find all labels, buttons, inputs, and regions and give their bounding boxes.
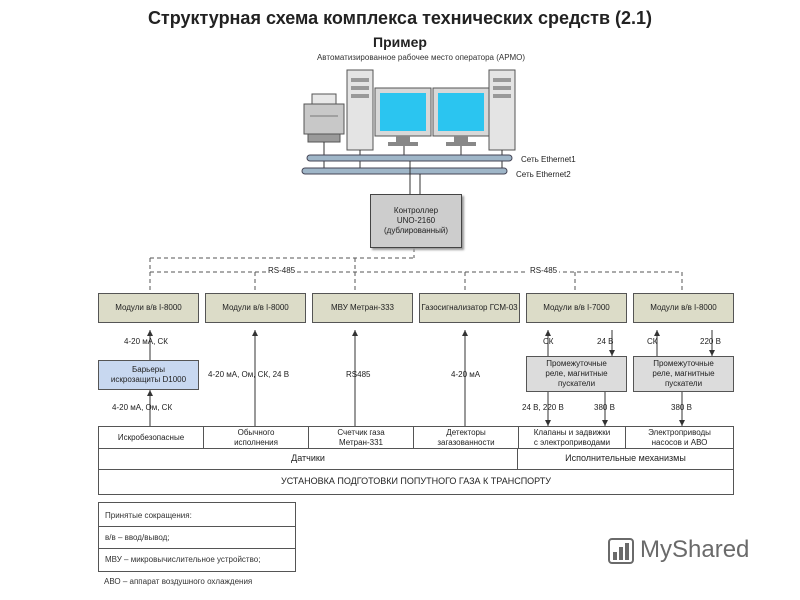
module-io-i8000: Модули в/в I-8000 <box>633 293 734 323</box>
relay-box: Промежуточные реле, магнитные пускатели <box>526 356 627 392</box>
device-label: с электроприводами <box>533 437 611 447</box>
signal-label: RS485 <box>346 370 371 379</box>
relay-line: пускатели <box>664 379 703 388</box>
rs485-left-label: RS-485 <box>266 266 298 275</box>
abbreviations-title: Принятые сокращения: <box>105 511 192 520</box>
device-label: Искробезопасные <box>117 432 185 442</box>
signal-label: 380 В <box>671 403 692 412</box>
spark-barrier-box: Барьеры искрозащиты D1000 <box>98 360 199 390</box>
ethernet1-label: Сеть Ethernet1 <box>521 155 576 164</box>
device-label: Обычного <box>237 427 275 437</box>
device-cell: Электроприводы насосов и АВО <box>625 426 734 449</box>
signal-label: 380 В <box>594 403 615 412</box>
device-label: исполнения <box>234 437 278 447</box>
signal-label: 4-20 мА, СК <box>124 337 168 346</box>
device-label: Счетчик газа <box>337 427 385 437</box>
plant-box: УСТАНОВКА ПОДГОТОВКИ ПОПУТНОГО ГАЗА К ТР… <box>98 469 734 495</box>
device-label: Электроприводы <box>648 427 711 437</box>
relay-box: Промежуточные реле, магнитные пускатели <box>633 356 734 392</box>
signal-label: 4-20 мА, Ом, СК <box>112 403 173 412</box>
barrier-line: искрозащиты D1000 <box>110 375 187 384</box>
signal-label: 4-20 мА, Ом, СК, 24 В <box>208 370 290 379</box>
signal-label: СК <box>647 337 658 346</box>
module-io-i8000: Модули в/в I-8000 <box>205 293 306 323</box>
relay-line: реле, магнитные <box>545 369 608 378</box>
device-cell: Детекторы загазованности <box>413 426 519 449</box>
computer-tower-icon <box>346 69 374 151</box>
relay-line: Промежуточные <box>546 359 607 368</box>
device-label: Метран-331 <box>339 437 383 447</box>
signal-label: 24 В, 220 В <box>522 403 564 412</box>
monitor-icon <box>432 87 490 146</box>
abbreviation-item: МВУ – микровычислительное устройство; <box>105 555 261 564</box>
device-cell: Счетчик газа Метран-331 <box>308 426 414 449</box>
computer-tower-icon <box>488 69 516 151</box>
abbreviation-item: в/в – ввод/вывод; <box>105 533 170 542</box>
workstation-label: Автоматизированное рабочее место операто… <box>316 53 526 62</box>
signal-label: СК <box>543 337 554 346</box>
controller-line: Контроллер <box>393 206 439 215</box>
page-subtitle: Пример <box>373 34 427 50</box>
relay-line: реле, магнитные <box>652 369 715 378</box>
abbreviations-table: Принятые сокращения: в/в – ввод/вывод; М… <box>98 502 296 572</box>
rs485-right-label: RS-485 <box>528 266 560 275</box>
sensors-group: Датчики <box>98 448 518 470</box>
ethernet2-label: Сеть Ethernet2 <box>516 170 571 179</box>
actuators-group: Исполнительные механизмы <box>517 448 734 470</box>
barrier-line: Барьеры <box>132 365 165 374</box>
module-io-i7000: Модули в/в I-7000 <box>526 293 627 323</box>
device-label: загазованности <box>437 437 495 447</box>
module-gas-detector: Газосигнализатор ГСМ-03 <box>419 293 520 323</box>
page-title: Структурная схема комплекса технических … <box>147 8 653 28</box>
printer-icon <box>303 93 345 143</box>
myshared-watermark: MyShared <box>640 536 750 563</box>
controller-box: Контроллер UNO-2160 (дублированный) <box>370 194 462 248</box>
myshared-logo-icon <box>608 538 634 564</box>
module-io-i8000: Модули в/в I-8000 <box>98 293 199 323</box>
device-cell: Искробезопасные <box>98 426 204 449</box>
relay-line: пускатели <box>557 379 596 388</box>
controller-line: UNO-2160 <box>396 216 436 225</box>
device-label: насосов и АВО <box>651 437 708 447</box>
relay-line: Промежуточные <box>653 359 714 368</box>
signal-label: 24 В <box>597 337 614 346</box>
controller-line: (дублированный) <box>383 226 448 235</box>
device-label: Клапаны и задвижки <box>533 427 611 437</box>
device-cell: Обычного исполнения <box>203 426 309 449</box>
device-cell: Клапаны и задвижки с электроприводами <box>518 426 626 449</box>
monitor-icon <box>374 87 432 146</box>
signal-label: 4-20 мА <box>451 370 481 379</box>
module-mvu-metran: МВУ Метран-333 <box>312 293 413 323</box>
device-label: Детекторы <box>446 427 486 437</box>
abbreviation-item: АВО – аппарат воздушного охлаждения <box>104 577 253 586</box>
signal-label: 220 В <box>700 337 721 346</box>
